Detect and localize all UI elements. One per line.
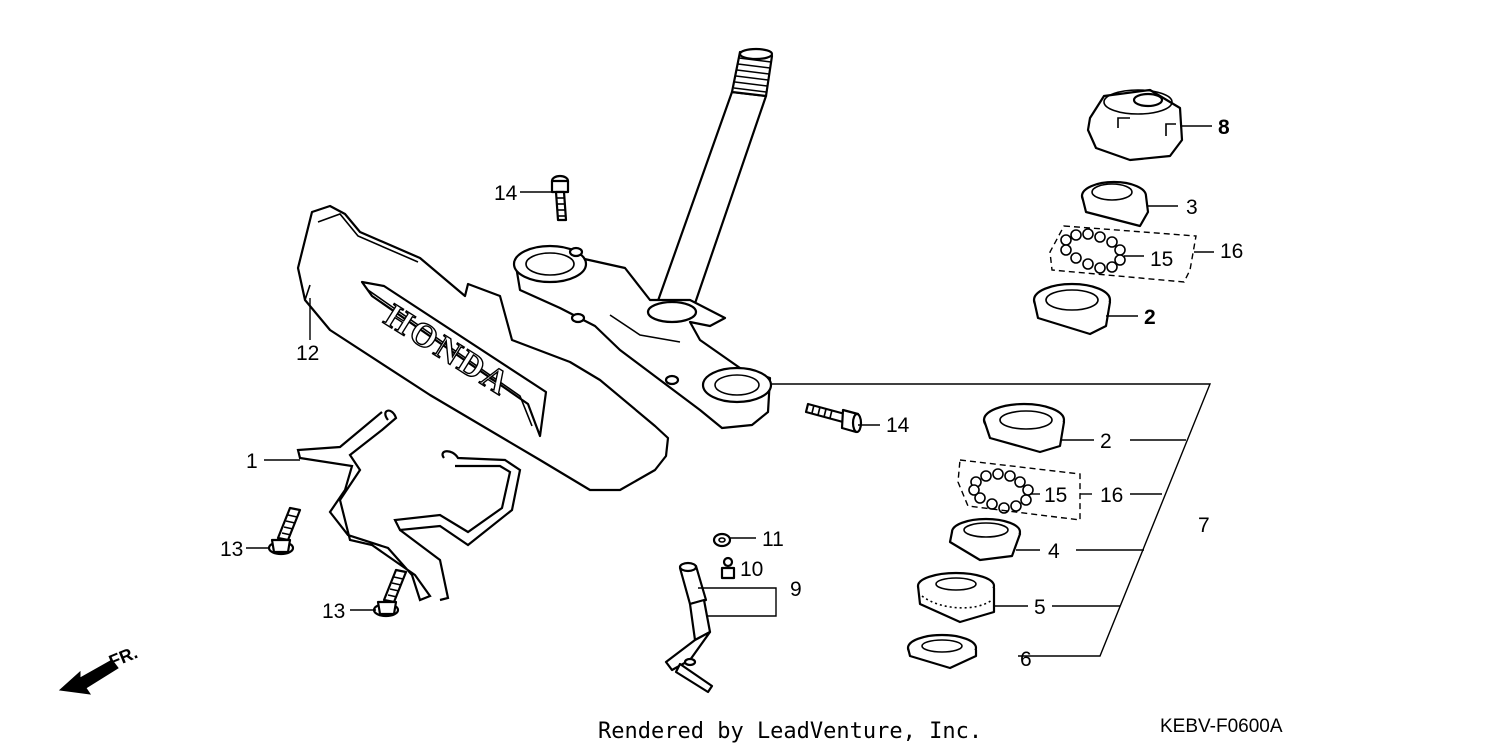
callout-12: 12 — [296, 342, 319, 365]
callout-2-upper: 2 — [1144, 306, 1156, 329]
leader-lines — [246, 125, 1214, 657]
callout-3: 3 — [1186, 196, 1198, 219]
ball-ring-15-lower — [968, 468, 1034, 514]
ball-ring-15-upper — [1060, 228, 1126, 274]
callout-14-right: 14 — [886, 414, 910, 437]
callout-10: 10 — [740, 558, 763, 581]
callout-16-lower: 16 — [1100, 484, 1123, 507]
dust-seal-5 — [916, 571, 996, 624]
cone-race-4 — [948, 517, 1022, 562]
callout-2-lower: 2 — [1100, 430, 1112, 453]
callout-6: 6 — [1020, 648, 1032, 671]
emblem-cover: HONDA — [296, 204, 670, 492]
steering-lock — [664, 532, 736, 694]
callout-5: 5 — [1034, 596, 1046, 619]
callout-14-top: 14 — [494, 182, 518, 205]
callout-15-upper: 15 — [1150, 248, 1173, 271]
callout-8: 8 — [1218, 116, 1230, 139]
front-direction-label: FR. — [106, 642, 140, 671]
footer-credit: Rendered by LeadVenture, Inc. — [598, 719, 982, 744]
diagram-code: KEBV-F0600A — [1160, 716, 1283, 737]
top-nut-8 — [1086, 88, 1184, 162]
callout-4: 4 — [1048, 540, 1060, 563]
bolt-13-upper — [267, 506, 302, 556]
callout-labels: 8 3 15 16 2 2 15 16 4 5 6 7 14 14 12 1 1… — [220, 116, 1243, 671]
callout-13-lower: 13 — [322, 600, 345, 623]
wire-clips — [296, 409, 522, 602]
bolt-13-lower — [372, 568, 408, 618]
callout-15-lower: 15 — [1044, 484, 1067, 507]
callout-11: 11 — [762, 528, 784, 551]
callout-16-upper: 16 — [1220, 240, 1243, 263]
ball-race-2-upper — [1032, 282, 1112, 336]
ball-race-2-lower — [982, 402, 1066, 454]
bolt-14-right — [804, 402, 863, 434]
callout-1: 1 — [246, 450, 258, 473]
callout-9: 9 — [790, 578, 802, 601]
callout-7: 7 — [1198, 514, 1210, 537]
callout-13-upper: 13 — [220, 538, 243, 561]
washer-6 — [906, 633, 978, 670]
front-direction-arrow: FR. — [58, 642, 140, 695]
steering-stem — [512, 47, 774, 430]
bolt-14-top — [550, 174, 570, 222]
cone-race-3 — [1080, 180, 1150, 228]
